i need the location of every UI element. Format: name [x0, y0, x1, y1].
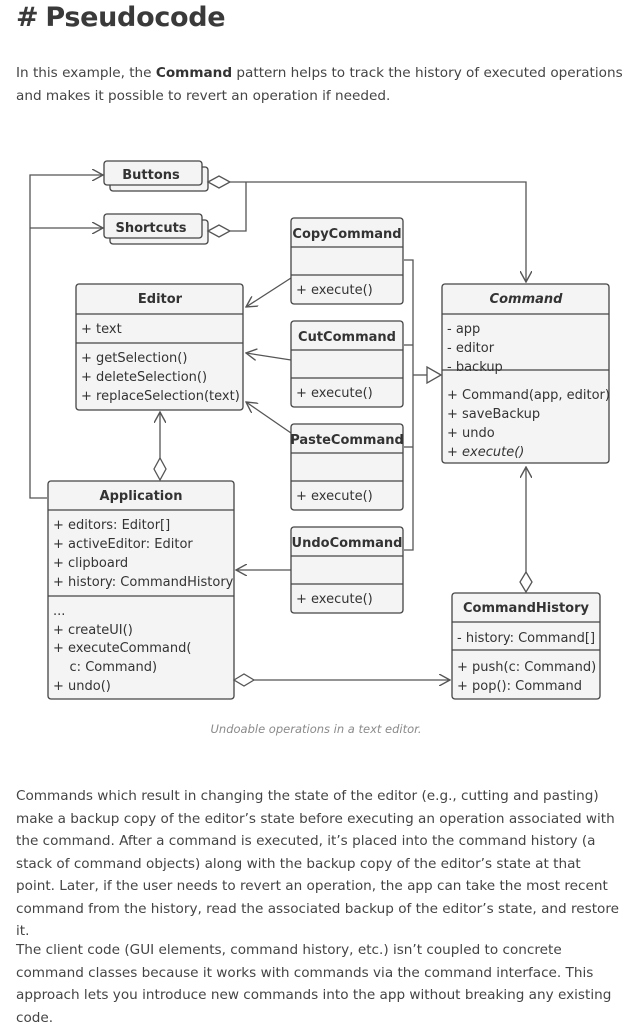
relationship-markers [153, 175, 533, 687]
buttons-class-name: Buttons [122, 168, 180, 183]
buttons-aggregation-diamond [206, 175, 232, 189]
editor-method: + replaceSelection(text) [81, 389, 240, 404]
intro-text-before: In this example, the [16, 65, 156, 81]
command-field: - app [447, 322, 480, 337]
application-method: + executeCommand( [53, 641, 191, 656]
command-interface-name: Command [490, 292, 564, 307]
diagram-caption: Undoable operations in a text editor. [210, 722, 422, 736]
cut-to-editor-line [246, 353, 292, 361]
copy-command-method: + execute() [296, 283, 373, 298]
application-field: + activeEditor: Editor [53, 537, 193, 552]
intro-text-after: pattern helps to track the history of ex… [16, 65, 623, 104]
shortcuts-class-name: Shortcuts [115, 221, 186, 236]
command-field: - editor [447, 341, 495, 356]
command-abstract-method: + execute() [447, 445, 524, 460]
command-inheritance-triangle [426, 365, 443, 385]
command-history-field: - history: Command[] [457, 631, 595, 646]
application-method: + undo() [53, 679, 111, 694]
diagram-boxes [47, 160, 610, 700]
intro-bold-term: Command [155, 65, 233, 81]
uml-class-diagram: Buttons Shortcuts CopyCommand + execute(… [29, 160, 610, 700]
command-history-method: + push(c: Command) [457, 660, 596, 675]
body-paragraph: Commands which result in changing the st… [16, 788, 619, 939]
application-field: + history: CommandHistory [53, 575, 234, 590]
paste-to-editor-line [246, 402, 292, 434]
editor-method: + getSelection() [81, 351, 187, 366]
body-paragraph: The client code (GUI elements, command h… [16, 942, 612, 1026]
undo-command-class-name: UndoCommand [292, 536, 403, 551]
editor-field: + text [81, 322, 122, 337]
compartment-dividers [48, 246, 609, 651]
cut-command-method: + execute() [296, 386, 373, 401]
undo-command-method: + execute() [296, 592, 373, 607]
shortcuts-aggregation-diamond [206, 224, 232, 238]
cut-command-class-name: CutCommand [298, 330, 396, 345]
command-history-method: + pop(): Command [457, 679, 582, 694]
copy-command-class-name: CopyCommand [292, 227, 401, 242]
application-field: + clipboard [53, 556, 128, 571]
shortcuts-to-command-line [230, 182, 247, 232]
copy-command-bus [404, 259, 414, 551]
intro-paragraph: In this example, the Command pattern hel… [16, 62, 624, 107]
heading-hash: # [16, 2, 39, 33]
command-method: + saveBackup [447, 407, 540, 422]
application-field: + editors: Editor[] [53, 518, 170, 533]
application-method: + createUI() [53, 623, 133, 638]
application-aggregation-diamond [153, 456, 167, 482]
command-history-class-name: CommandHistory [463, 601, 590, 616]
application-method: ... [53, 604, 65, 619]
app-to-buttons-line [29, 175, 103, 499]
application-method: c: Command) [53, 660, 157, 675]
application-class-name: Application [100, 489, 183, 504]
buttons-to-command-line [230, 181, 526, 282]
paste-command-class-name: PasteCommand [290, 433, 404, 448]
page-heading: #Pseudocode [16, 2, 226, 33]
command-method: + Command(app, editor) [447, 388, 610, 403]
command-method: + undo [447, 426, 495, 441]
application-history-aggregation-diamond [232, 673, 256, 687]
copy-to-editor-line [246, 277, 292, 307]
history-aggregation-diamond [519, 570, 533, 594]
heading-title: Pseudocode [45, 2, 226, 33]
paste-command-method: + execute() [296, 489, 373, 504]
command-field: - backup [447, 360, 503, 375]
diagram-connectors [29, 175, 526, 680]
editor-class-name: Editor [138, 292, 183, 307]
editor-method: + deleteSelection() [81, 370, 207, 385]
